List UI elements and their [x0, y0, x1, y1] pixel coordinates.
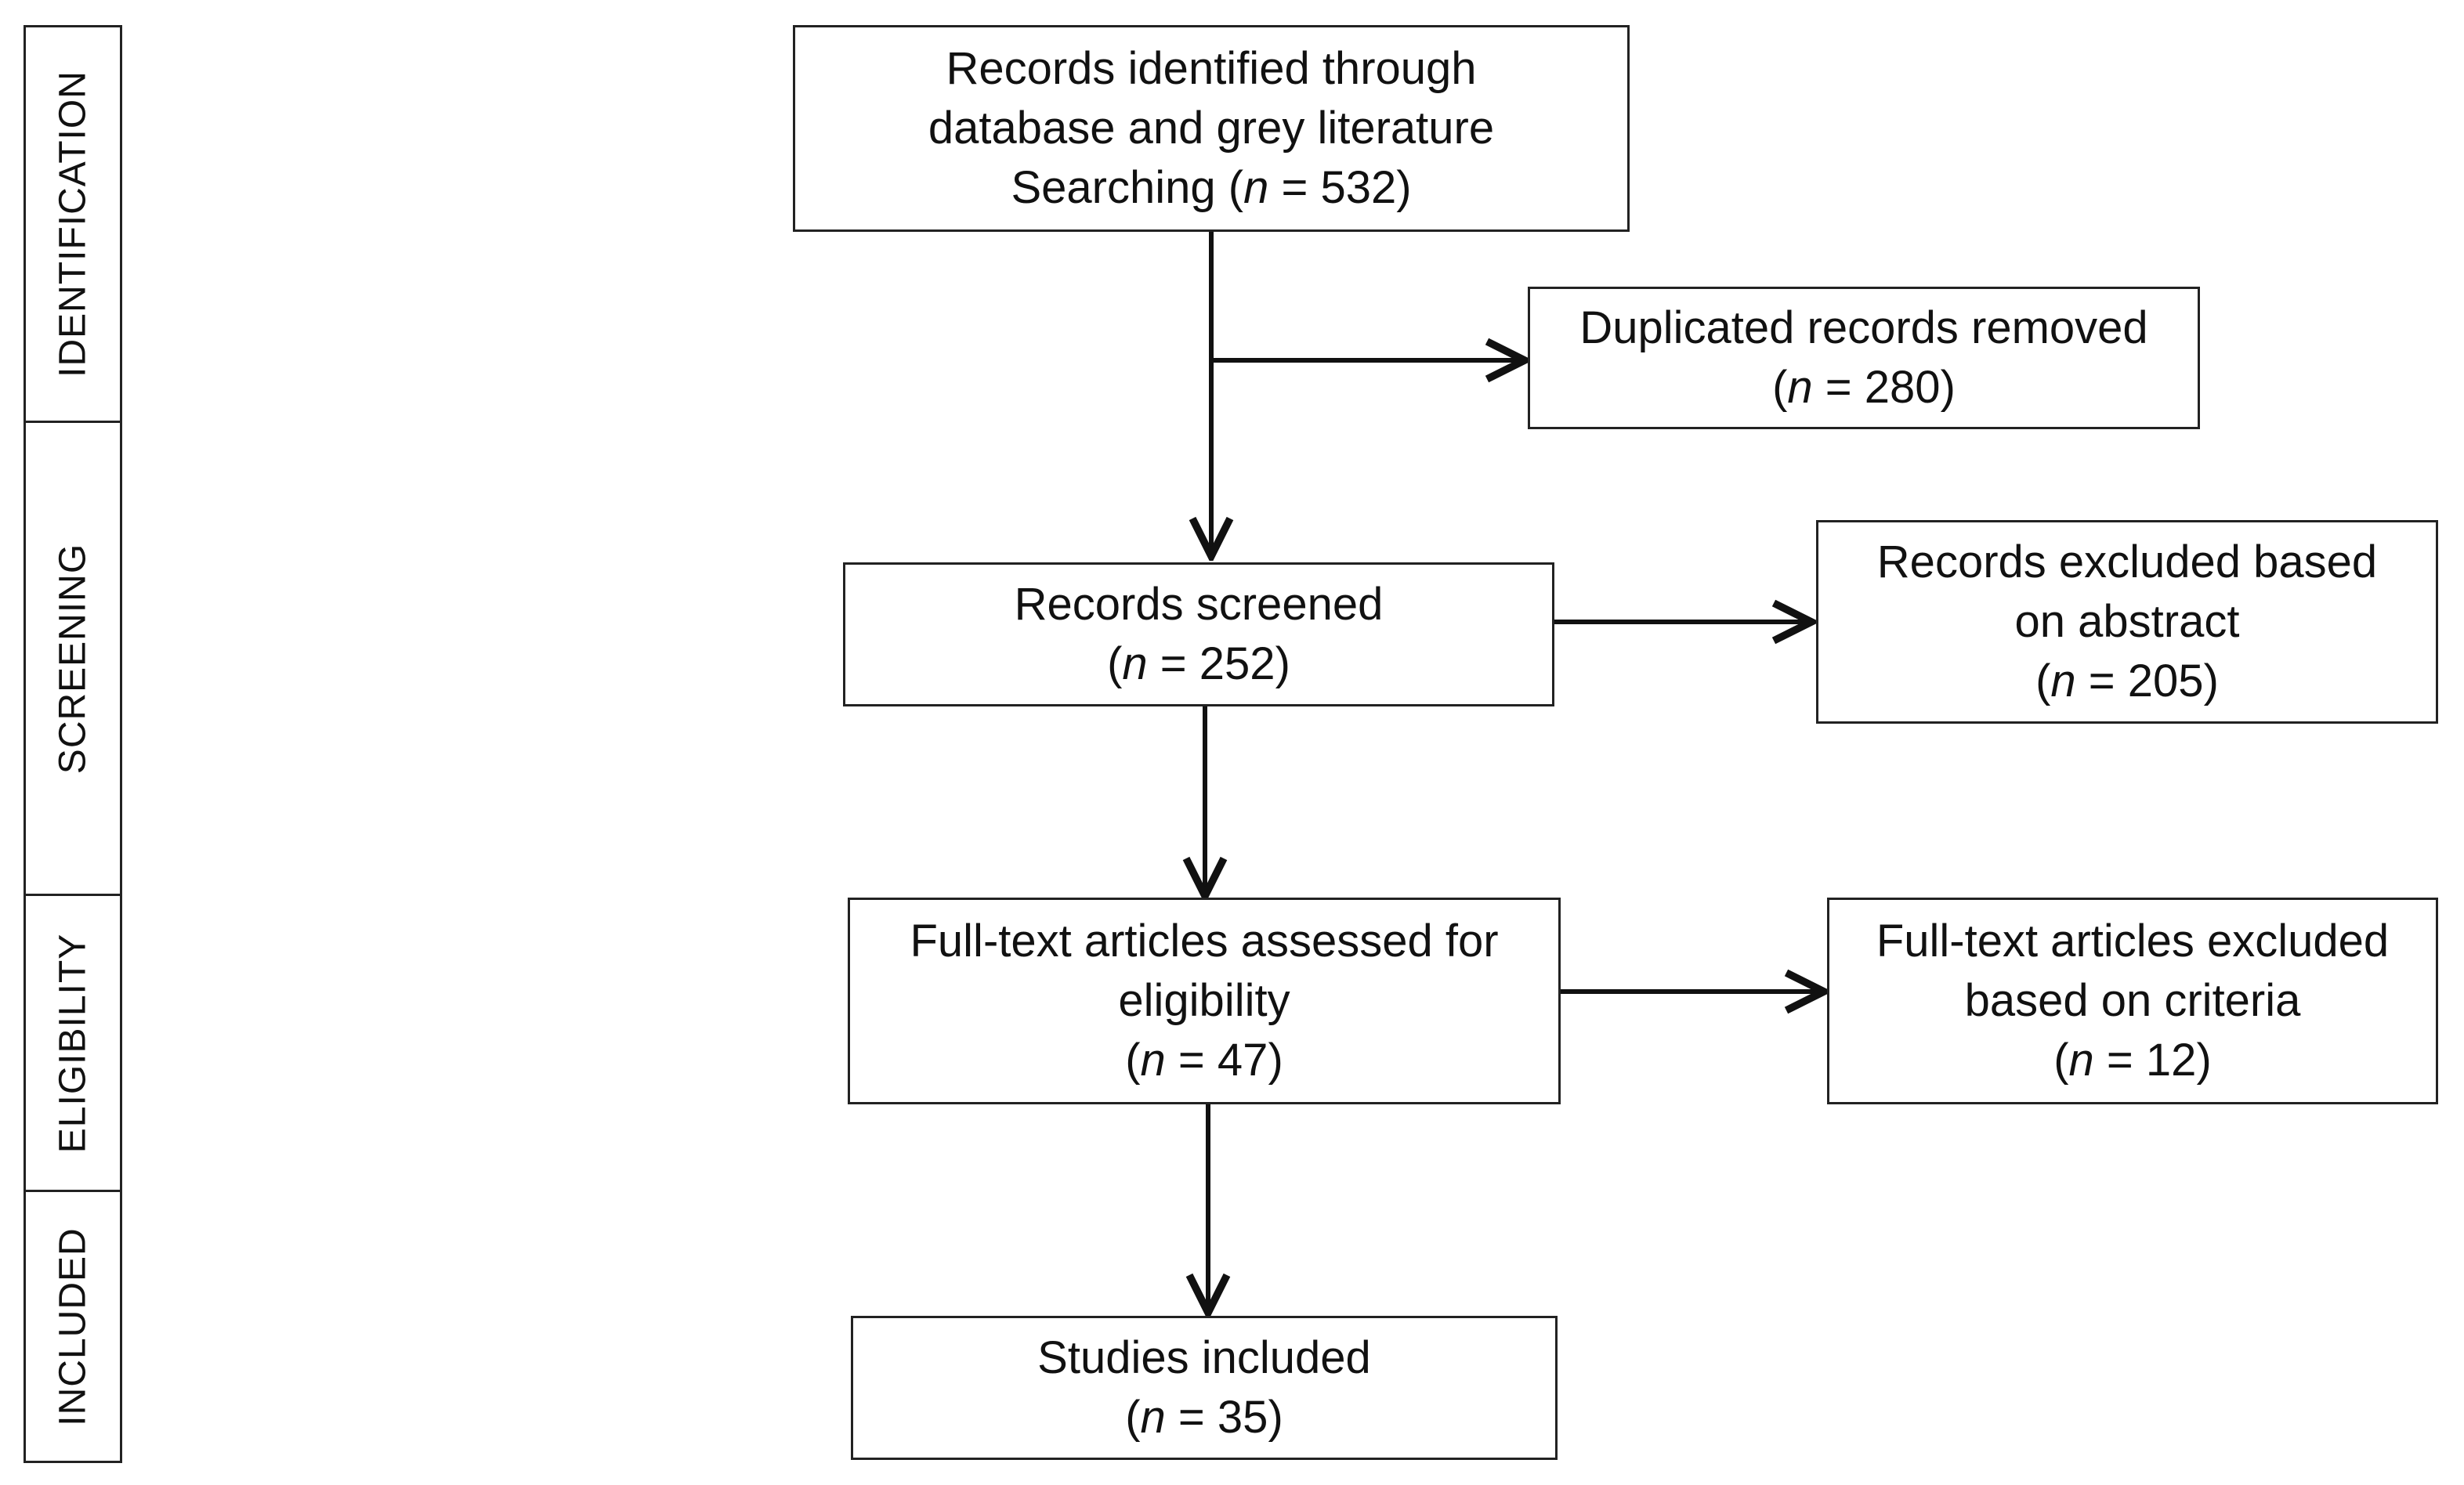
box-duplicates-removed: Duplicated records removed (n = 280)	[1528, 287, 2200, 429]
box-excluded-abstract: Records excluded based on abstract (n = …	[1816, 520, 2438, 724]
box-fulltext-assessed: Full-text articles assessed for eligibil…	[848, 898, 1561, 1104]
box-excluded-abstract-count: (n = 205)	[2035, 656, 2219, 706]
box-fulltext-assessed-line-2: eligibility	[1118, 975, 1290, 1026]
box-records-identified-line-1: Records identified through	[946, 43, 1477, 94]
box-studies-included: Studies included (n = 35)	[851, 1316, 1558, 1460]
box-excluded-criteria: Full-text articles excluded based on cri…	[1827, 898, 2438, 1104]
box-records-screened-count: (n = 252)	[1107, 638, 1290, 689]
phase-screening: SCREENING	[26, 421, 120, 894]
box-duplicates-removed-count: (n = 280)	[1772, 362, 1956, 413]
box-excluded-abstract-line-2: on abstract	[2014, 596, 2240, 647]
phase-eligibility: ELIGIBILITY	[26, 894, 120, 1190]
box-studies-included-count: (n = 35)	[1125, 1392, 1283, 1443]
box-records-screened-line-1: Records screened	[1014, 579, 1384, 630]
phase-sidebar: IDENTIFICATION SCREENING ELIGIBILITY INC…	[24, 25, 122, 1463]
box-records-identified: Records identified through database and …	[793, 25, 1630, 232]
box-records-identified-count: Searching (n = 532)	[1011, 162, 1412, 213]
box-excluded-abstract-line-1: Records excluded based	[1876, 537, 2378, 587]
box-fulltext-assessed-line-1: Full-text articles assessed for	[910, 916, 1499, 967]
box-fulltext-assessed-count: (n = 47)	[1125, 1035, 1283, 1086]
box-records-identified-line-2: database and grey literature	[928, 103, 1495, 154]
phase-included: INCLUDED	[26, 1190, 120, 1461]
box-studies-included-line-1: Studies included	[1037, 1332, 1371, 1383]
box-excluded-criteria-line-1: Full-text articles excluded	[1876, 916, 2390, 967]
box-records-screened: Records screened (n = 252)	[843, 562, 1554, 706]
box-duplicates-removed-line-1: Duplicated records removed	[1579, 302, 2148, 353]
box-excluded-criteria-count: (n = 12)	[2053, 1035, 2212, 1086]
box-excluded-criteria-line-2: based on criteria	[1964, 975, 2301, 1026]
